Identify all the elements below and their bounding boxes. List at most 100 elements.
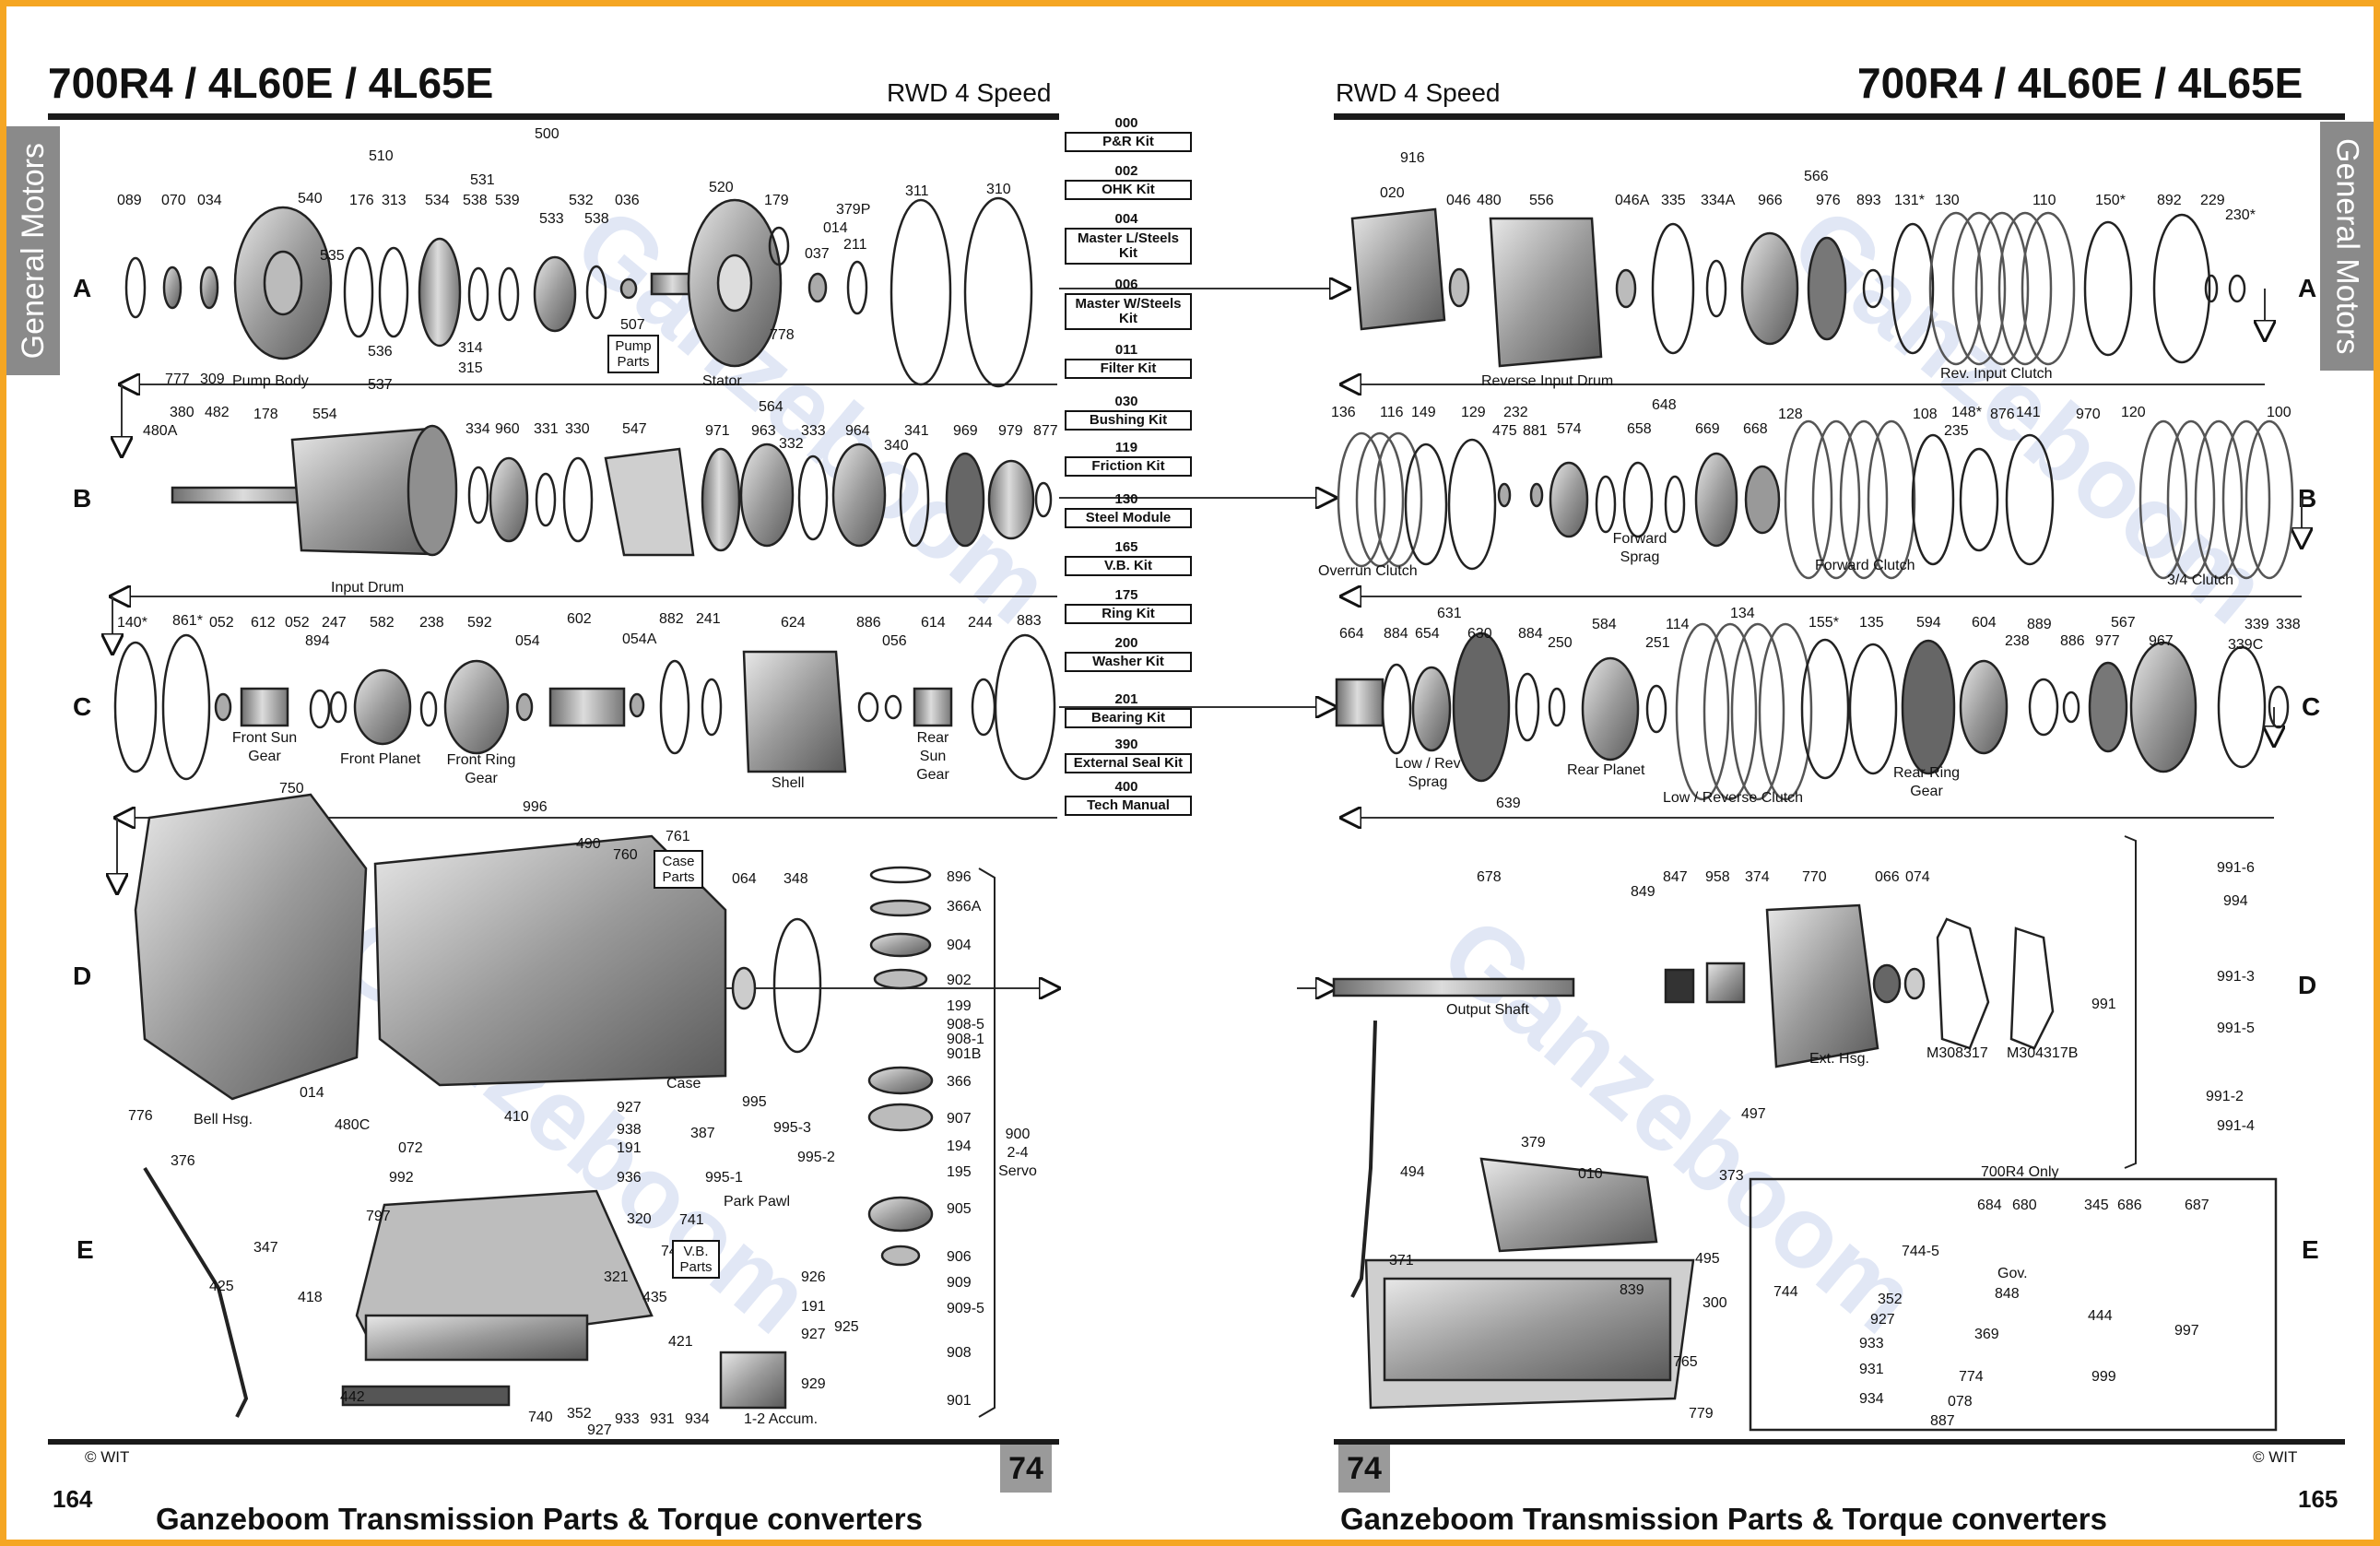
part-number: 230*	[2225, 207, 2256, 223]
caption-stator: Stator	[702, 373, 742, 389]
part-number: 376	[171, 1153, 195, 1169]
part-number: 686	[2117, 1198, 2142, 1213]
part-number: 339C	[2228, 637, 2264, 653]
part-number: 567	[2111, 615, 2136, 631]
row-label-c-left: C	[73, 692, 92, 721]
part-number: 155*	[1809, 615, 1839, 631]
part-number: 884	[1384, 626, 1408, 642]
part-number: 566	[1804, 169, 1829, 184]
part-number: 229	[2200, 193, 2225, 208]
part-number: 938	[617, 1122, 642, 1138]
part-number: 669	[1695, 421, 1720, 437]
part-number: 929	[801, 1376, 826, 1392]
kit-box[interactable]: Tech Manual	[1065, 796, 1192, 816]
kit-code: 000	[1114, 115, 1138, 131]
part-number: 333	[801, 423, 826, 439]
part-number: 556	[1529, 193, 1554, 208]
part-number: 927	[1870, 1312, 1895, 1328]
part-number: 995-2	[797, 1150, 835, 1165]
kit-box[interactable]: P&R Kit	[1065, 132, 1192, 152]
part-number: 250	[1548, 635, 1573, 651]
part-number: 070	[161, 193, 186, 208]
kit-box[interactable]: V.B. Kit	[1065, 556, 1192, 576]
part-number: 495	[1695, 1251, 1720, 1267]
kit-code: 030	[1114, 394, 1138, 409]
part-number: 654	[1415, 626, 1440, 642]
caption-text: Low / Rev Sprag	[1395, 756, 1461, 790]
part-number: 536	[368, 344, 393, 360]
part-number: 538	[463, 193, 488, 208]
part-number: 931	[1859, 1362, 1884, 1377]
part-number: 497	[1741, 1106, 1766, 1122]
row-label-e-right: E	[2302, 1235, 2319, 1264]
part-number: 927	[617, 1100, 642, 1115]
part-number: 520	[709, 180, 734, 195]
part-number: 532	[569, 193, 594, 208]
part-number: 995-3	[773, 1120, 811, 1136]
part-number: 534	[425, 193, 450, 208]
kit-box[interactable]: Washer Kit	[1065, 652, 1192, 672]
kit-box[interactable]: Bushing Kit	[1065, 410, 1192, 431]
part-number: 321	[604, 1269, 629, 1285]
part-number: 970	[2076, 407, 2101, 422]
caption-700r4-only: 700R4 Only	[1981, 1164, 2059, 1180]
part-number: 195	[947, 1164, 972, 1180]
kit-box[interactable]: Friction Kit	[1065, 456, 1192, 477]
page-title-right: 700R4 / 4L60E / 4L65E	[1857, 59, 2303, 107]
kit-code: 200	[1114, 635, 1138, 651]
part-number: 774	[1959, 1369, 1984, 1385]
part-number: 507	[620, 317, 645, 333]
part-number: 999	[2091, 1369, 2116, 1385]
part-number: 889	[2027, 617, 2052, 632]
kit-box[interactable]: Filter Kit	[1065, 359, 1192, 379]
part-number: 072	[398, 1140, 423, 1156]
row-label-d-right: D	[2298, 971, 2317, 999]
kit-box[interactable]: Master W/Steels Kit	[1065, 293, 1192, 330]
part-number: 129	[1461, 405, 1486, 420]
part-number: 052	[209, 615, 234, 631]
part-number: 194	[947, 1139, 972, 1154]
part-number: 247	[322, 615, 347, 631]
part-number: 991-2	[2206, 1089, 2244, 1104]
caption-input-drum: Input Drum	[331, 580, 405, 596]
part-number: 744	[1773, 1284, 1798, 1300]
part-number: 366	[947, 1074, 972, 1090]
part-number: 894	[305, 633, 330, 649]
part-number: 604	[1972, 615, 1997, 631]
kit-box[interactable]: Master L/Steels Kit	[1065, 228, 1192, 265]
part-number: 582	[370, 615, 395, 631]
caption-pump-body: Pump Body	[232, 373, 309, 389]
kit-box[interactable]: Steel Module	[1065, 508, 1192, 528]
kit-box[interactable]: External Seal Kit	[1065, 753, 1192, 773]
part-number: 631	[1437, 606, 1462, 621]
part-number: 482	[205, 405, 230, 420]
kit-box[interactable]: Ring Kit	[1065, 604, 1192, 624]
part-number: 176	[349, 193, 374, 208]
part-number: 779	[1689, 1406, 1714, 1422]
part-number: 046	[1446, 193, 1471, 208]
kit-box[interactable]: OHK Kit	[1065, 180, 1192, 200]
copyright-left: © WIT	[85, 1448, 130, 1466]
kit-code: 201	[1114, 691, 1138, 707]
part-number: 995-1	[705, 1170, 743, 1186]
part-number: 901B	[947, 1046, 982, 1062]
part-number: 639	[1496, 796, 1521, 811]
page-subtitle-right: RWD 4 Speed	[1336, 78, 1501, 107]
part-number: 881	[1523, 423, 1548, 439]
footer-rule-left	[48, 1439, 1059, 1445]
caption-reverse-input-drum: Reverse Input Drum	[1481, 373, 1614, 389]
caption-park-pawl: Park Pawl	[724, 1194, 791, 1210]
part-number: 760	[613, 847, 638, 863]
part-number: 933	[1859, 1336, 1884, 1351]
part-number: 380	[170, 405, 194, 420]
caption-text: Rear Ring Gear	[1892, 765, 1961, 799]
part-number: 963	[751, 423, 776, 439]
part-number: 958	[1705, 869, 1730, 885]
part-number: 936	[617, 1170, 642, 1186]
kit-box[interactable]: Bearing Kit	[1065, 708, 1192, 728]
footer-company-right: Ganzeboom Transmission Parts & Torque co…	[1340, 1502, 2107, 1536]
caption-front-planet: Front Planet	[340, 751, 421, 767]
part-number: 876	[1990, 407, 2015, 422]
part-number: 848	[1995, 1286, 2020, 1302]
part-number: 776	[128, 1108, 153, 1124]
